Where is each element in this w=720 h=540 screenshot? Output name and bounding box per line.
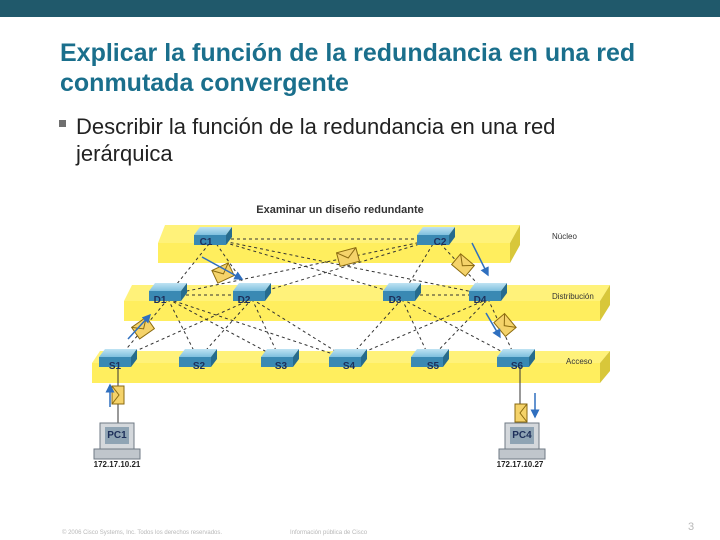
top-bar: [0, 0, 720, 17]
switch-icon: [469, 283, 507, 301]
switch-icon: [417, 227, 455, 245]
pc-label: PC4: [512, 430, 532, 441]
switch-label: D4: [474, 295, 487, 306]
switch-label: S3: [275, 361, 288, 372]
page-number: 3: [688, 521, 695, 533]
envelope-icon: [450, 253, 476, 277]
pc-ip-address: 172.17.10.27: [497, 460, 544, 469]
diagram-heading: Examinar un diseño redundante: [256, 204, 423, 216]
switch-icon: [497, 349, 535, 367]
switch-icon: [383, 283, 421, 301]
switch-icon: [411, 349, 449, 367]
envelope-icon: [211, 262, 235, 284]
bullet-icon: [59, 120, 66, 127]
switch-label: C1: [200, 237, 213, 248]
switch-label: S4: [343, 361, 356, 372]
switch-label: D2: [238, 295, 251, 306]
bullet-text: Describir la función de la redundancia e…: [76, 114, 556, 166]
pc-icon: [93, 422, 141, 460]
envelope-icon: [514, 403, 528, 423]
layer-label-core: Núcleo: [552, 232, 577, 241]
pc-icon: [498, 422, 546, 460]
switch-label: S2: [193, 361, 206, 372]
switch-icon: [149, 283, 187, 301]
switch-icon: [194, 227, 232, 245]
switch-icon: [99, 349, 137, 367]
switch-label: D1: [154, 295, 167, 306]
arrow-icon: [105, 242, 540, 419]
switch-label: S6: [511, 361, 524, 372]
switch-label: S5: [427, 361, 440, 372]
redundant-design-diagram: Examinar un diseño redundante Núcleo Dis…: [92, 204, 610, 469]
slide-title: Explicar la función de la redundancia en…: [60, 39, 636, 97]
switch-icon: [329, 349, 367, 367]
layer-band-distribution: [124, 285, 610, 321]
switch-icon: [233, 283, 271, 301]
layer-label-distribution: Distribución: [552, 292, 594, 301]
switch-label: D3: [389, 295, 402, 306]
pc-ip-address: 172.17.10.21: [94, 460, 141, 469]
switch-label: C2: [434, 237, 447, 248]
pc-label: PC1: [107, 430, 127, 441]
envelope-icon: [335, 247, 361, 267]
footer-copyright: © 2006 Cisco Systems, Inc. Todos los der…: [62, 530, 223, 536]
footer-classification: Información pública de Cisco: [290, 530, 368, 536]
switch-icon: [261, 349, 299, 367]
switch-label: S1: [109, 361, 122, 372]
switch-icon: [179, 349, 217, 367]
layer-label-access: Acceso: [566, 357, 593, 366]
envelope-icon: [111, 385, 125, 405]
